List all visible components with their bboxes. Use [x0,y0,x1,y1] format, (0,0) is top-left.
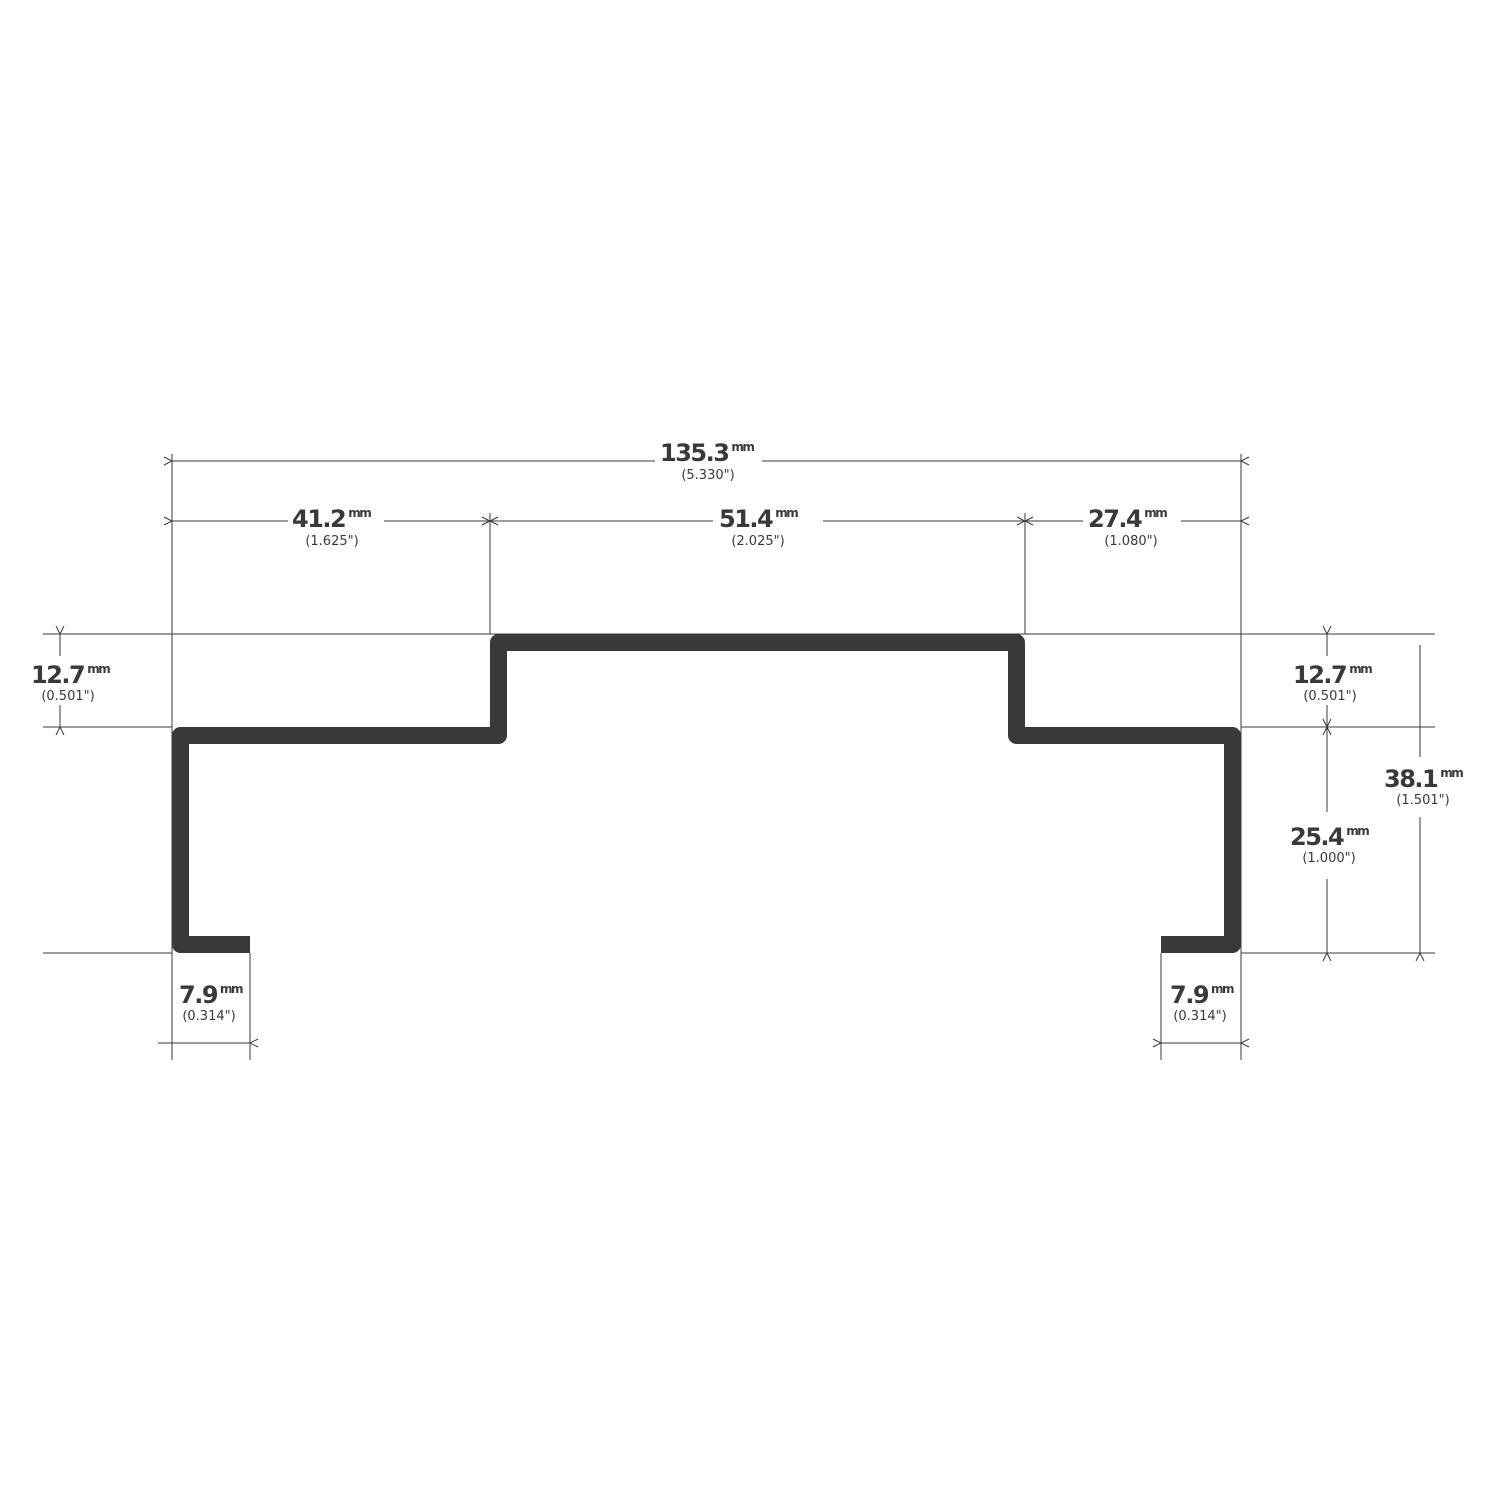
svg-text:41.2mm: 41.2mm [292,505,371,533]
mm-unit: mm [1211,982,1234,996]
mm-unit: mm [1346,824,1369,838]
svg-text:12.7mm: 12.7mm [1293,661,1372,689]
mm-unit: mm [220,982,243,996]
inch-value: (2.025") [731,534,784,549]
inch-value: (1.000") [1302,851,1355,866]
mm-value: 38.1 [1384,765,1438,793]
svg-text:7.9mm: 7.9mm [1170,981,1234,1009]
inch-value: (5.330") [681,468,734,483]
mm-value: 41.2 [292,505,345,533]
svg-text:135.3mm: 135.3mm [660,439,754,467]
inch-value: (0.501") [1303,689,1356,704]
mm-unit: mm [1144,506,1167,520]
svg-text:7.9mm: 7.9mm [179,981,243,1009]
mm-value: 27.4 [1088,505,1142,533]
inch-value: (1.625") [305,534,358,549]
inch-value: (0.501") [41,689,94,704]
mm-value: 12.7 [31,661,84,689]
inch-value: (0.314") [1173,1009,1226,1024]
inch-value: (1.080") [1104,534,1157,549]
inch-value: (1.501") [1396,793,1449,808]
inch-value: (0.314") [182,1009,235,1024]
mm-unit: mm [731,440,754,454]
channel-profile [172,634,1241,953]
svg-text:12.7mm: 12.7mm [31,661,110,689]
mm-value: 135.3 [660,439,728,467]
mm-unit: mm [348,506,371,520]
mm-value: 51.4 [719,505,773,533]
mm-unit: mm [87,662,110,676]
mm-value: 25.4 [1290,823,1344,851]
mm-value: 7.9 [1170,981,1209,1009]
mm-unit: mm [775,506,798,520]
mm-value: 7.9 [179,981,218,1009]
mm-value: 12.7 [1293,661,1346,689]
svg-text:51.4mm: 51.4mm [719,505,798,533]
mm-unit: mm [1440,766,1463,780]
svg-text:27.4mm: 27.4mm [1088,505,1167,533]
svg-text:38.1mm: 38.1mm [1384,765,1463,793]
svg-text:25.4mm: 25.4mm [1290,823,1369,851]
mm-unit: mm [1349,662,1372,676]
dimension-lines [60,461,1420,1043]
